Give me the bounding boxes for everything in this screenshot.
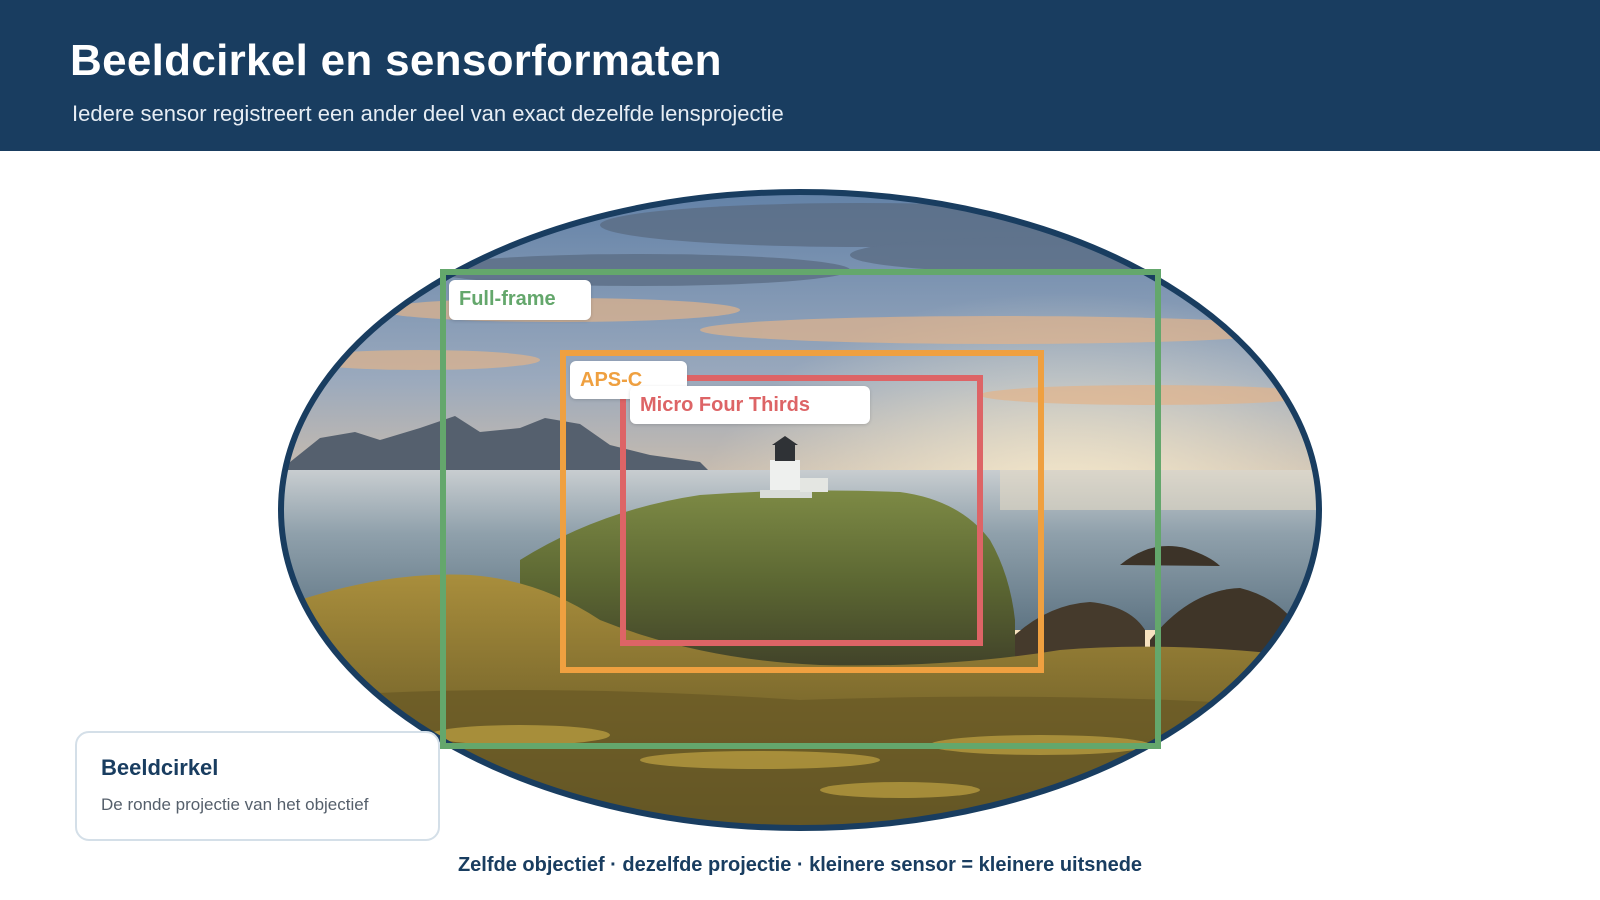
image-circle-legend-card: Beeldcirkel De ronde projectie van het o…	[75, 731, 440, 841]
micro-four-thirds-label: Micro Four Thirds	[630, 386, 870, 424]
legend-card-description: De ronde projectie van het objectief	[101, 795, 369, 814]
full-frame-sensor-outline	[440, 269, 1161, 749]
page-title: Beeldcirkel en sensorformaten	[70, 36, 722, 85]
footer-caption: Zelfde objectief · dezelfde projectie · …	[457, 854, 1143, 876]
micro-four-thirds-sensor-outline	[620, 375, 983, 646]
image-circle-outline	[278, 189, 1322, 831]
aps-c-sensor-outline	[560, 350, 1044, 673]
page-subtitle: Iedere sensor registreert een ander deel…	[72, 101, 784, 126]
full-frame-label: Full-frame	[449, 280, 591, 320]
legend-card-title: Beeldcirkel	[101, 755, 219, 780]
header: Beeldcirkel en sensorformaten Iedere sen…	[0, 0, 1600, 151]
